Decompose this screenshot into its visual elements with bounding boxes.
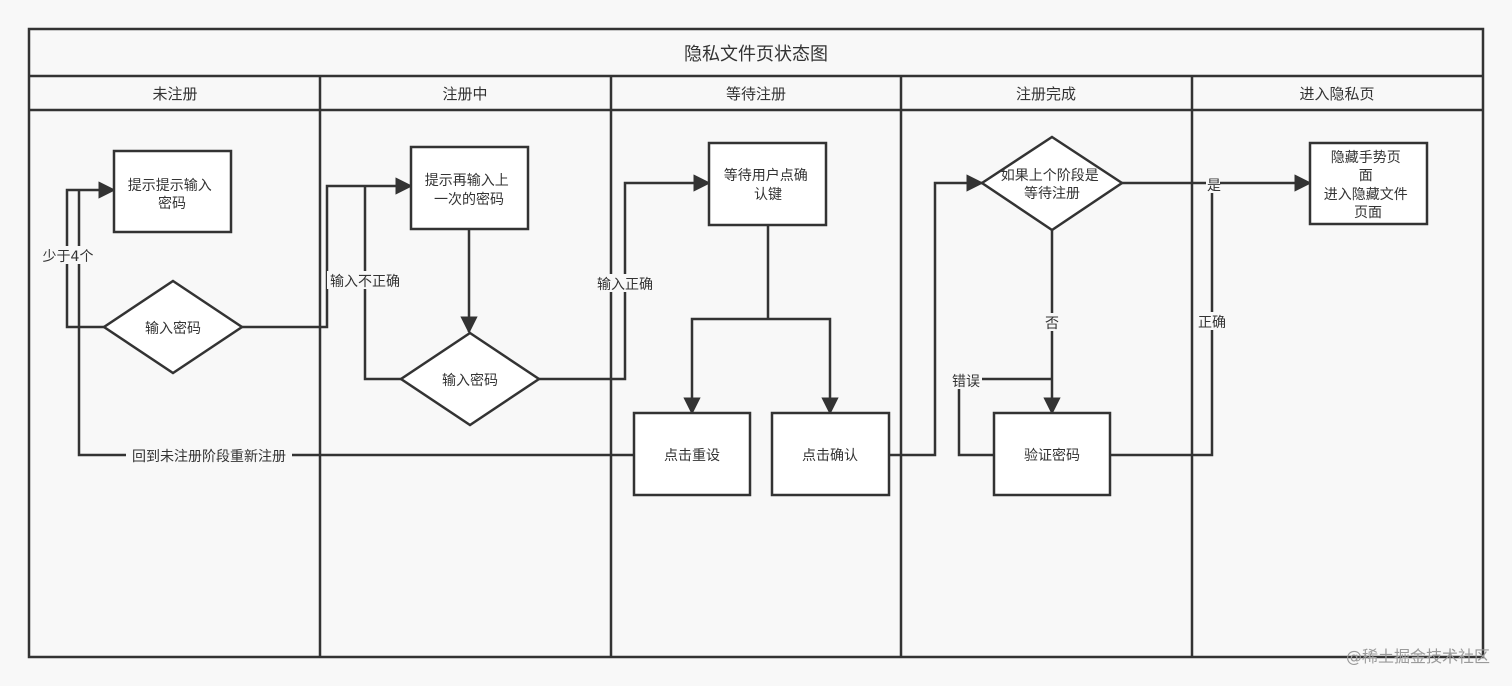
lane-header-unregistered: 未注册 [152, 85, 197, 103]
edge-confirm-to-check [889, 174, 984, 457]
diagram-frame [27, 27, 1485, 659]
diagram-title: 隐私文件页状态图 [684, 44, 828, 65]
node-hidden-page-text: 隐藏手势页 面 进入隐藏文件 页面 [1324, 150, 1412, 221]
node-click-reset [632, 411, 752, 497]
label-bg-error [950, 371, 982, 389]
node-input-password-1-text: 输入密码 [145, 320, 201, 337]
label-bg-no [1044, 313, 1060, 331]
edge-wait-to-confirm [768, 317, 839, 415]
node-click-reset-text: 点击重设 [664, 448, 720, 464]
node-input-password-2 [398, 331, 542, 427]
edge-to-reinput [242, 177, 413, 329]
node-hint-input-password-text: 提示提示输入 密码 [128, 178, 216, 212]
edge-error [957, 377, 1052, 457]
lane-header-waiting-registration: 等待注册 [726, 85, 786, 103]
label-bg-back-to-unregistered [126, 446, 292, 464]
label-correct: 正确 [1198, 315, 1226, 331]
lane-header-registering: 注册中 [442, 85, 487, 103]
label-input-incorrect: 输入不正确 [330, 274, 400, 290]
label-back-to-unregistered: 回到未注册阶段重新注册 [132, 449, 286, 465]
node-previous-stage-check-text: 如果上个阶段是 等待注册 [1001, 168, 1103, 202]
watermark: @稀土掘金技术社区 [1346, 647, 1490, 666]
label-input-correct: 输入正确 [597, 277, 653, 293]
edge-input-incorrect [363, 186, 401, 381]
node-hint-reinput [409, 145, 530, 231]
node-verify-password-text: 验证密码 [1024, 447, 1080, 464]
lane-header-enter-private-page: 进入隐私页 [1299, 85, 1374, 103]
label-bg-yes [1206, 175, 1220, 193]
node-hint-input-password [112, 149, 233, 234]
label-no: 否 [1045, 316, 1059, 332]
label-bg-input-incorrect [327, 271, 403, 289]
node-input-password-2-text: 输入密码 [442, 372, 498, 389]
label-bg-less-than-4 [40, 246, 96, 264]
label-yes: 是 [1207, 178, 1221, 194]
node-click-confirm [770, 411, 891, 497]
node-click-confirm-text: 点击确认 [802, 448, 858, 464]
label-error: 错误 [952, 374, 980, 390]
label-bg-correct [1196, 312, 1228, 330]
edge-wait-to-reset [683, 317, 768, 415]
node-hidden-page [1308, 141, 1429, 226]
node-verify-password [992, 411, 1112, 497]
label-less-than-4: 少于4个 [43, 249, 94, 265]
label-bg-input-correct [594, 274, 656, 292]
node-previous-stage-check [979, 135, 1125, 232]
node-input-password-1 [101, 279, 245, 375]
node-wait-confirm-text: 等待用户点确 认键 [724, 167, 812, 203]
node-wait-confirm [707, 141, 828, 227]
lane-header-registration-complete: 注册完成 [1016, 85, 1076, 103]
edge-back-to-unregistered [77, 190, 634, 457]
node-hint-reinput-text: 提示再输入上 一次的密码 [425, 173, 513, 208]
edge-correct [1110, 183, 1214, 457]
